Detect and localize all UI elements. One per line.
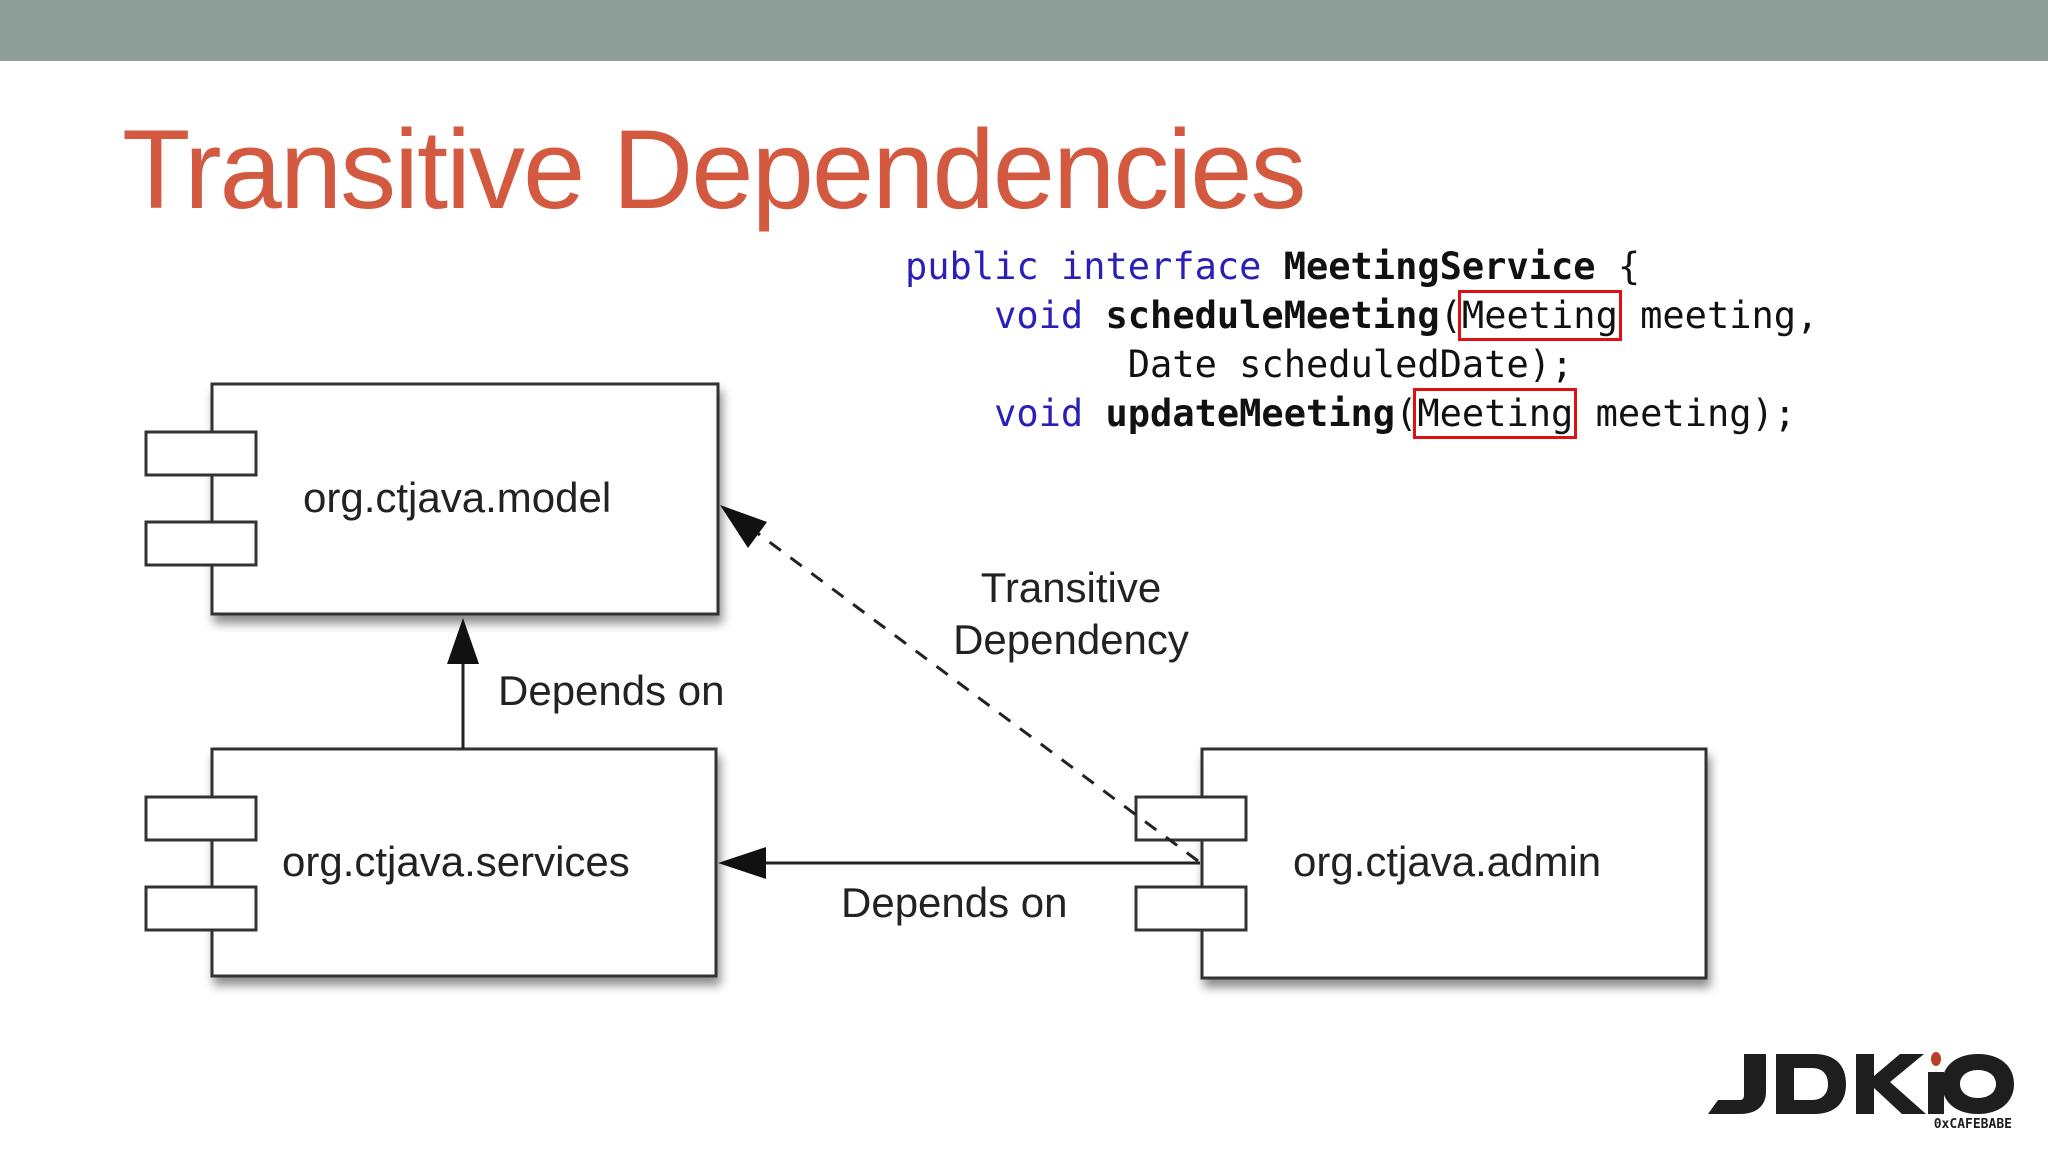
arrowhead — [720, 505, 767, 548]
component-admin-body — [1200, 747, 1708, 980]
code-param: meeting, — [1617, 294, 1819, 337]
jdkio-logo-mark — [1708, 1054, 2014, 1114]
slide-title: Transitive Dependencies — [122, 107, 1306, 232]
top-bar — [0, 0, 2048, 61]
component-model-port-top — [144, 430, 258, 477]
component-admin-port-top — [1134, 795, 1248, 842]
component-services-port-bottom — [144, 885, 258, 932]
code-interface-name: MeetingService — [1283, 245, 1596, 288]
code-keyword: interface — [1060, 245, 1262, 288]
jdkio-logo-tagline: 0xCAFEBABE — [1934, 1117, 2012, 1130]
code-keyword: public — [905, 245, 1039, 288]
code-line-1: public interface MeetingService { — [905, 242, 1818, 291]
edge-label-line: Dependency — [953, 616, 1189, 663]
code-line-4: void updateMeeting(Meeting meeting); — [905, 388, 1818, 439]
component-model-port-bottom — [144, 520, 258, 567]
code-line-3: Date scheduledDate); — [905, 340, 1818, 389]
component-services — [144, 747, 718, 978]
edge-label-transitive-dependency: Transitive Dependency — [948, 562, 1194, 666]
code-keyword: void — [994, 392, 1084, 435]
component-model — [144, 382, 720, 616]
code-snippet: public interface MeetingService { void s… — [905, 242, 1819, 439]
code-brace: { — [1617, 245, 1641, 288]
edge-admin-to-services — [718, 847, 1200, 879]
component-model-label: org.ctjava.model — [303, 474, 612, 521]
arrowhead — [718, 847, 766, 879]
code-keyword: void — [994, 294, 1084, 337]
code-paren: ( — [1439, 294, 1462, 337]
component-admin-label: org.ctjava.admin — [1293, 838, 1602, 885]
code-param: Date scheduledDate); — [1127, 343, 1574, 386]
code-method-name: scheduleMeeting — [1105, 294, 1440, 337]
edge-label-line: Transitive — [980, 564, 1162, 611]
component-model-body — [210, 382, 720, 616]
code-param: meeting); — [1573, 392, 1797, 435]
code-line-2: void scheduleMeeting(Meeting meeting, — [905, 290, 1819, 341]
component-services-label: org.ctjava.services — [282, 838, 630, 885]
code-method-name: updateMeeting — [1105, 392, 1396, 435]
edge-label-depends-on: Depends on — [498, 667, 725, 714]
component-admin — [1134, 747, 1708, 980]
edge-label-depends-on: Depends on — [841, 879, 1068, 926]
component-services-port-top — [144, 795, 258, 842]
jdkio-logo-bean-icon — [1931, 1052, 1941, 1066]
arrowhead — [447, 618, 479, 664]
edge-services-to-model — [447, 618, 479, 749]
edge-admin-to-model-line — [755, 530, 1199, 863]
code-highlighted-type: Meeting — [1413, 388, 1578, 439]
code-paren: ( — [1395, 392, 1418, 435]
code-highlighted-type: Meeting — [1457, 290, 1622, 341]
component-admin-port-bottom — [1134, 885, 1248, 932]
jdkio-logo: 0xCAFEBABE — [1708, 1052, 2014, 1130]
edge-admin-to-model-transitive — [720, 505, 1199, 863]
component-services-body — [210, 747, 718, 978]
